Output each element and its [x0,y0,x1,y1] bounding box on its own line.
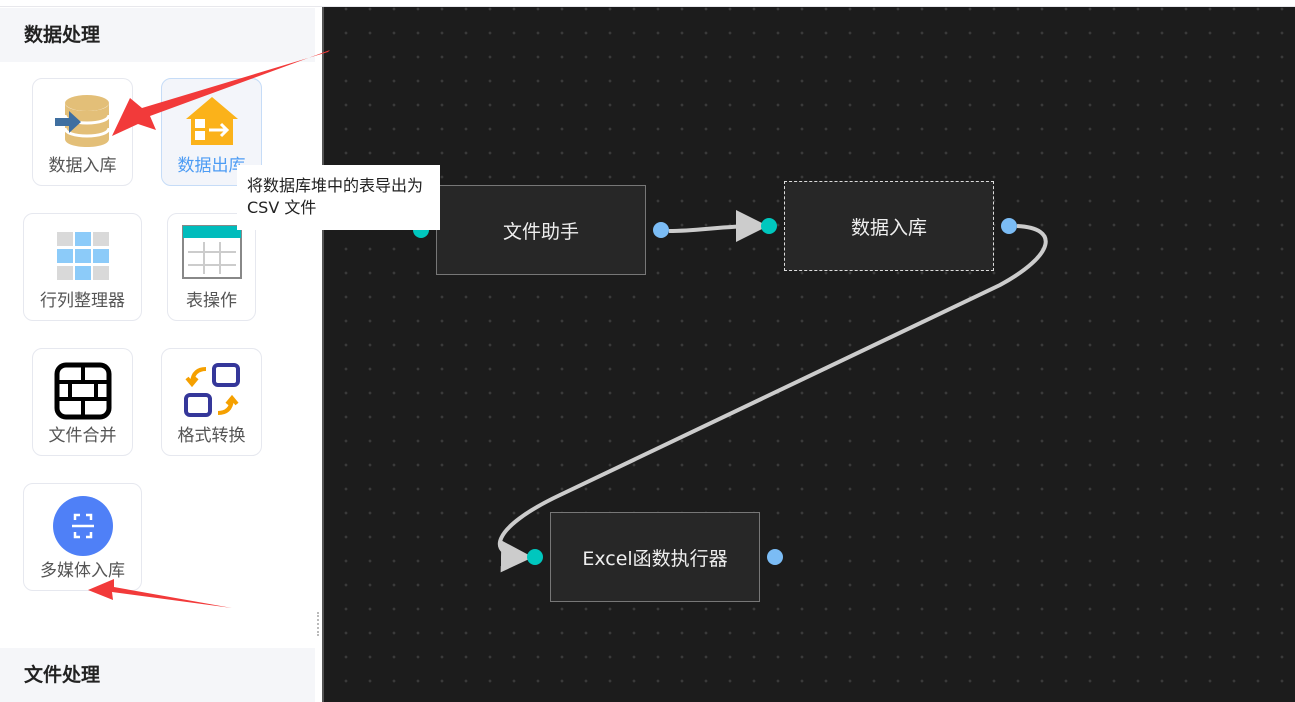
scan-icon [52,496,113,556]
grid-icon [53,226,113,286]
merge-icon [53,361,113,421]
output-port[interactable] [1001,218,1017,234]
database-import-icon [53,91,113,151]
palette-item-table-operation[interactable]: 表操作 [167,213,256,321]
palette-item-data-import[interactable]: 数据入库 [32,78,133,186]
tooltip: 将数据库堆中的表导出为 CSV 文件 [237,165,440,230]
flow-node-data-import[interactable]: 数据入库 [784,181,994,271]
flow-node-excel-function-executor[interactable]: Excel函数执行器 [550,512,760,602]
input-port[interactable] [761,218,777,234]
node-palette-sidebar: 数据处理 数据入库 数据出库 行列整理器 表操作 文件合并 格式转换 [0,7,316,702]
resize-handle[interactable] [317,612,322,636]
table-icon [181,218,242,279]
output-port[interactable] [767,549,783,565]
workflow-canvas[interactable] [322,7,1295,702]
palette-item-multimedia-import[interactable]: 多媒体入库 [23,483,142,591]
section-header-data-processing[interactable]: 数据处理 [0,8,315,62]
format-convert-icon [182,361,242,421]
top-border [0,0,1295,7]
database-export-icon [182,91,242,151]
input-port[interactable] [527,549,543,565]
flow-node-file-helper[interactable]: 文件助手 [436,185,646,275]
output-port[interactable] [653,222,669,238]
palette-item-file-merge[interactable]: 文件合并 [32,348,133,456]
palette-item-format-conversion[interactable]: 格式转换 [161,348,262,456]
section-header-file-processing[interactable]: 文件处理 [0,648,315,702]
palette-item-row-column-organizer[interactable]: 行列整理器 [23,213,142,321]
sidebar-resize-divider[interactable] [316,7,322,702]
